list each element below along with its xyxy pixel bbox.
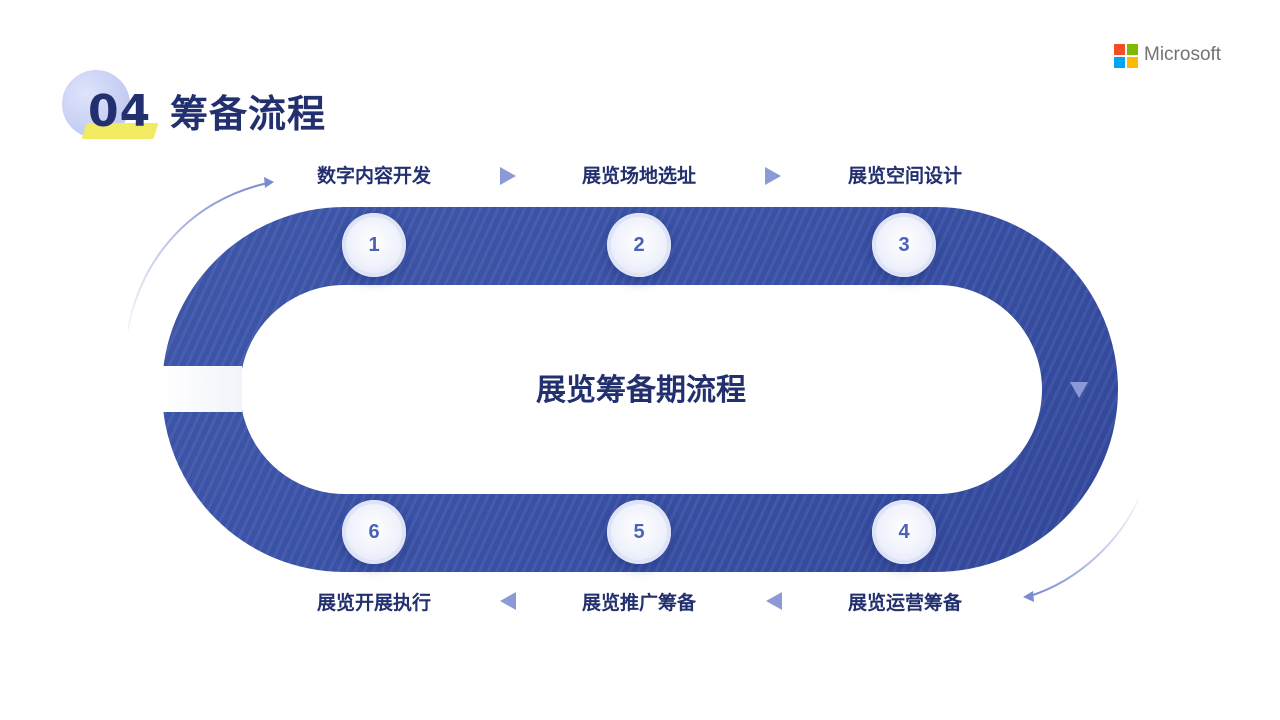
step-marker-1: 1	[342, 213, 406, 277]
arrow-left-icon	[500, 592, 516, 610]
step-label-4: 展览运营筹备	[847, 592, 962, 614]
logo-square-green	[1127, 44, 1138, 55]
diagram-title: 展览筹备期流程	[536, 373, 746, 408]
step-label-1: 数字内容开发	[316, 165, 431, 187]
step-marker-5: 5	[607, 500, 671, 564]
brand-logo-text: Microsoft	[1144, 44, 1222, 65]
step-number-6: 6	[368, 520, 380, 543]
step-number-4: 4	[898, 520, 910, 543]
step-marker-4: 4	[872, 500, 936, 564]
step-number-1: 1	[368, 233, 380, 256]
step-marker-6: 6	[342, 500, 406, 564]
arrow-right-icon	[500, 167, 516, 185]
page-title: 筹备流程	[170, 92, 327, 136]
step-number-5: 5	[633, 520, 645, 543]
track-opening	[160, 366, 242, 412]
step-label-5: 展览推广筹备	[581, 592, 696, 614]
step-number-3: 3	[898, 233, 910, 256]
step-marker-3: 3	[872, 213, 936, 277]
logo-square-blue	[1114, 57, 1125, 68]
step-label-3: 展览空间设计	[847, 165, 962, 187]
logo-square-red	[1114, 44, 1125, 55]
microsoft-logo-icon	[1114, 44, 1138, 68]
track-center	[240, 285, 1042, 494]
arrow-down-icon	[1070, 382, 1088, 398]
arrow-left-icon	[766, 592, 782, 610]
step-label-2: 展览场地选址	[581, 165, 696, 187]
step-marker-2: 2	[607, 213, 671, 277]
arrow-right-icon	[765, 167, 781, 185]
logo-square-yellow	[1127, 57, 1138, 68]
section-number: 04	[88, 86, 152, 137]
step-number-2: 2	[633, 233, 645, 256]
step-label-6: 展览开展执行	[316, 592, 431, 614]
